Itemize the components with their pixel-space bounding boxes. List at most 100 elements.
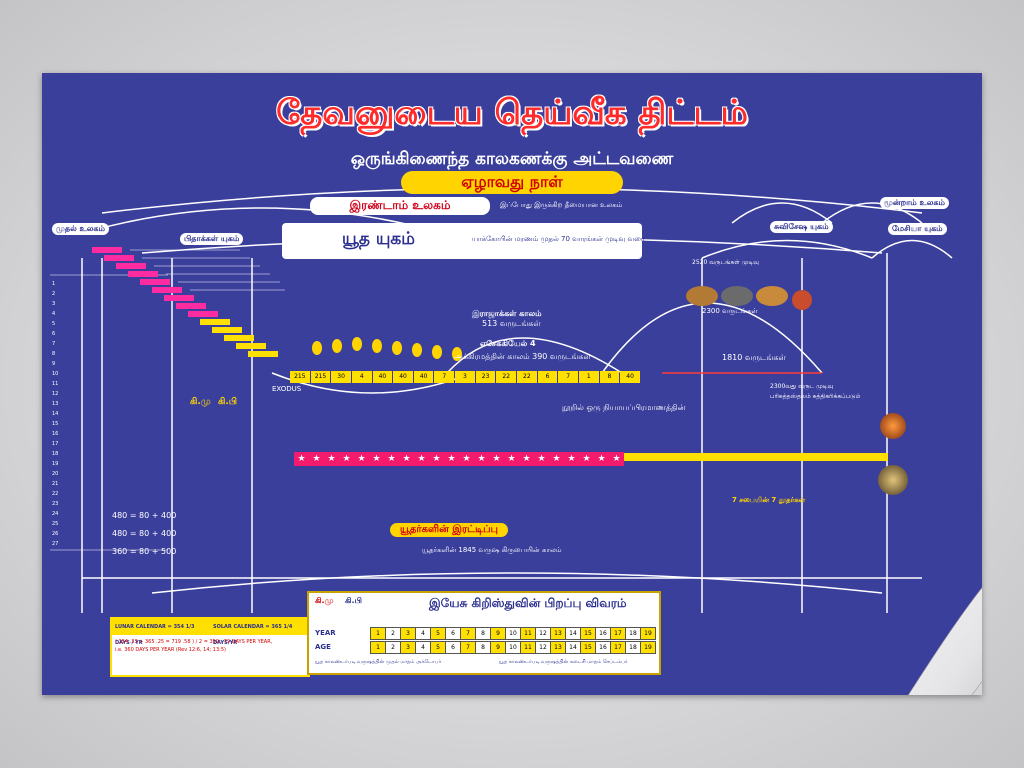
jewish-age-box: யூத யுகம் யாக்கோபின் மரணம் முதல் 70 வாரங… bbox=[282, 223, 644, 259]
birth-number-cell: 6 bbox=[445, 641, 461, 654]
svg-text:4: 4 bbox=[52, 311, 55, 317]
seventh-day-banner: ஏழாவது நாள் bbox=[42, 171, 982, 194]
svg-text:10: 10 bbox=[52, 371, 58, 377]
calendar-box: LUNAR CALENDAR = 354 1/3 DAYS / YR SOLAR… bbox=[110, 617, 310, 677]
trumpet-note: 7 சபையின் 7 தூதர்கள் bbox=[732, 496, 806, 504]
star-icon: ★ bbox=[297, 454, 306, 464]
star-icon: ★ bbox=[477, 454, 486, 464]
year-cell: 30 bbox=[331, 371, 351, 383]
birth-number-cell: 2 bbox=[385, 641, 401, 654]
svg-text:13: 13 bbox=[52, 401, 58, 407]
year-cell: 3 bbox=[455, 371, 475, 383]
star-icon: ★ bbox=[312, 454, 321, 464]
fire-image bbox=[880, 413, 906, 439]
year-cell: 23 bbox=[475, 371, 496, 383]
birth-number-cell: 11 bbox=[520, 627, 536, 640]
svg-text:6: 6 bbox=[52, 331, 55, 337]
star-icon: ★ bbox=[387, 454, 396, 464]
years-2300-label: 2300 வருடங்கள் bbox=[702, 307, 758, 315]
birth-number-cell: 17 bbox=[610, 641, 626, 654]
star-icon: ★ bbox=[372, 454, 381, 464]
birth-number-cell: 10 bbox=[505, 641, 521, 654]
desolation-label: அக்கிரமத்தின் காலம் 390 வருடங்கள் bbox=[454, 352, 591, 361]
star-icon: ★ bbox=[552, 454, 561, 464]
genealogy-staircase bbox=[92, 247, 285, 357]
birth-number-cell: 14 bbox=[565, 627, 581, 640]
second-world-label: இரண்டாம் உலகம் bbox=[310, 197, 490, 215]
birth-number-cell: 11 bbox=[520, 641, 536, 654]
birth-number-cell: 1 bbox=[370, 641, 386, 654]
svg-text:1: 1 bbox=[52, 281, 55, 287]
star-icon: ★ bbox=[492, 454, 501, 464]
stars-strip: ★★★★★★★★★★★★★★★★★★★★★★ bbox=[294, 452, 624, 466]
kings-period-label: இராஜாக்கள் காலம் bbox=[472, 309, 542, 318]
birth-number-cell: 14 bbox=[565, 641, 581, 654]
year-cell: 6 bbox=[537, 371, 558, 383]
svg-text:19: 19 bbox=[52, 461, 58, 467]
year-cell: 7 bbox=[434, 371, 455, 383]
page-curl bbox=[907, 587, 982, 695]
star-icon: ★ bbox=[582, 454, 591, 464]
arch-lines bbox=[81, 187, 953, 613]
sum-one: 480 = 80 + 400 bbox=[112, 511, 177, 520]
star-icon: ★ bbox=[342, 454, 351, 464]
svg-text:21: 21 bbox=[52, 481, 58, 487]
star-icon: ★ bbox=[417, 454, 426, 464]
birth-number-cell: 19 bbox=[640, 641, 656, 654]
star-icon: ★ bbox=[537, 454, 546, 464]
star-icon: ★ bbox=[327, 454, 336, 464]
birth-title: இயேசு கிறிஸ்துவின் பிறப்பு விவரம் bbox=[429, 596, 627, 610]
ad-marker: கி.பி bbox=[218, 397, 238, 407]
svg-text:14: 14 bbox=[52, 411, 58, 417]
svg-text:16: 16 bbox=[52, 431, 58, 437]
beasts-image bbox=[686, 286, 812, 310]
birth-bc-label: கி.மு bbox=[315, 596, 334, 605]
year-label: YEAR bbox=[315, 629, 336, 637]
birth-number-cell: 8 bbox=[475, 641, 491, 654]
birth-number-cell: 4 bbox=[415, 627, 431, 640]
svg-text:11: 11 bbox=[52, 381, 58, 387]
judgment-note: நூறில் ஒரு நியாயப்பிரமாணத்தின் bbox=[562, 403, 686, 412]
solar-calendar: SOLAR CALENDAR = 365 1/4 DAYS/YR bbox=[213, 624, 293, 646]
star-icon: ★ bbox=[402, 454, 411, 464]
star-icon: ★ bbox=[612, 454, 621, 464]
jubilee-years: யூதர்களின் 1845 வருஷ கிருபையின் காலம் bbox=[422, 546, 562, 554]
star-icon: ★ bbox=[507, 454, 516, 464]
svg-text:15: 15 bbox=[52, 421, 58, 427]
star-icon: ★ bbox=[432, 454, 441, 464]
birth-number-cell: 16 bbox=[595, 641, 611, 654]
year-cell: 8 bbox=[599, 371, 620, 383]
birth-left-note: யூத காலண்டர்படி வருஷத்தின் முதல் மாதம் அ… bbox=[315, 659, 442, 665]
star-icon: ★ bbox=[357, 454, 366, 464]
birth-number-cell: 13 bbox=[550, 641, 566, 654]
year-cell: 1 bbox=[578, 371, 599, 383]
year-cell: 4 bbox=[351, 371, 372, 383]
birth-number-cell: 18 bbox=[625, 641, 641, 654]
birth-number-cell: 19 bbox=[640, 627, 656, 640]
svg-text:12: 12 bbox=[52, 391, 58, 397]
birth-number-cell: 16 bbox=[595, 627, 611, 640]
birth-number-cell: 5 bbox=[430, 641, 446, 654]
year-cell: 40 bbox=[413, 371, 434, 383]
birth-number-cell: 17 bbox=[610, 627, 626, 640]
birth-number-cell: 13 bbox=[550, 627, 566, 640]
first-world-label: முதல் உலகம் bbox=[52, 223, 109, 235]
star-icon: ★ bbox=[567, 454, 576, 464]
star-icon: ★ bbox=[462, 454, 471, 464]
birth-number-cell: 1 bbox=[370, 627, 386, 640]
year-cell: 7 bbox=[558, 371, 578, 383]
patriarchs-age-label: பிதாக்கள் யுகம் bbox=[180, 233, 244, 245]
svg-text:23: 23 bbox=[52, 501, 58, 507]
cleansing-note: பரிசுத்தஸ்தலம் சுத்திகரிக்கப்படும் bbox=[770, 393, 861, 400]
chart-poster: தேவனுடைய தெய்வீக திட்டம் ஒருங்கிணைந்த கா… bbox=[42, 73, 982, 695]
birth-number-cell: 9 bbox=[490, 641, 506, 654]
gospel-age-label: சுவிசேஷ யுகம் bbox=[770, 221, 833, 233]
birth-number-cell: 3 bbox=[400, 627, 416, 640]
svg-text:9: 9 bbox=[52, 361, 55, 367]
svg-text:27: 27 bbox=[52, 541, 58, 547]
birth-number-cell: 2 bbox=[385, 627, 401, 640]
ezekiel-label: எசேக்கியேல் 4 bbox=[480, 339, 536, 348]
